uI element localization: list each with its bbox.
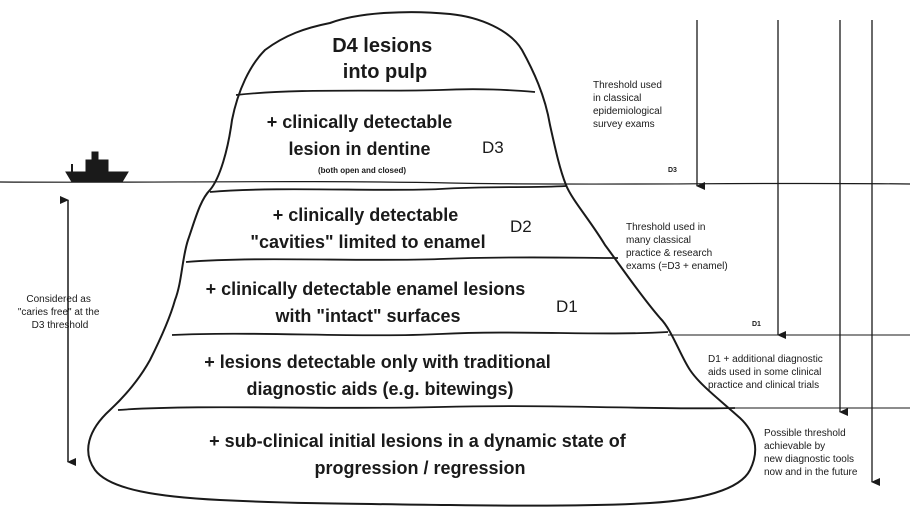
threshold-note-d3: Threshold used in classical epidemiologi… — [593, 80, 665, 130]
layer-divider — [210, 186, 566, 192]
marker-d1: D1 — [752, 321, 761, 328]
layer-divider — [236, 89, 535, 95]
threshold-note-future: Possible threshold achievable by new dia… — [764, 428, 858, 478]
threshold-note-diagnostic-aids: D1 + additional diagnostic aids used in … — [708, 354, 826, 391]
layer-subclinical-text: + sub-clinical initial lesions in a dyna… — [209, 431, 631, 478]
layer-divider — [186, 257, 618, 262]
tag-d3: D3 — [482, 138, 504, 157]
threshold-note-d1: Threshold used in many classical practic… — [626, 222, 728, 272]
tag-d2: D2 — [510, 217, 532, 236]
tag-d1: D1 — [556, 297, 578, 316]
ship-icon — [66, 152, 128, 182]
layer-d3-text: + clinically detectable lesion in dentin… — [267, 112, 458, 175]
layer-diagnostic-aids-text: + lesions detectable only with tradition… — [204, 352, 556, 399]
layer-divider — [118, 406, 735, 410]
layer-d1-text: + clinically detectable enamel lesions w… — [206, 279, 531, 326]
layer-d4-text: D4 lesions into pulp — [332, 35, 438, 83]
caries-free-note: Considered as "caries free" at the D3 th… — [18, 294, 102, 331]
layer-d2-text: + clinically detectable "cavities" limit… — [250, 205, 485, 252]
layer-divider — [172, 332, 668, 335]
marker-d3: D3 — [668, 167, 677, 174]
water-line — [0, 182, 910, 185]
